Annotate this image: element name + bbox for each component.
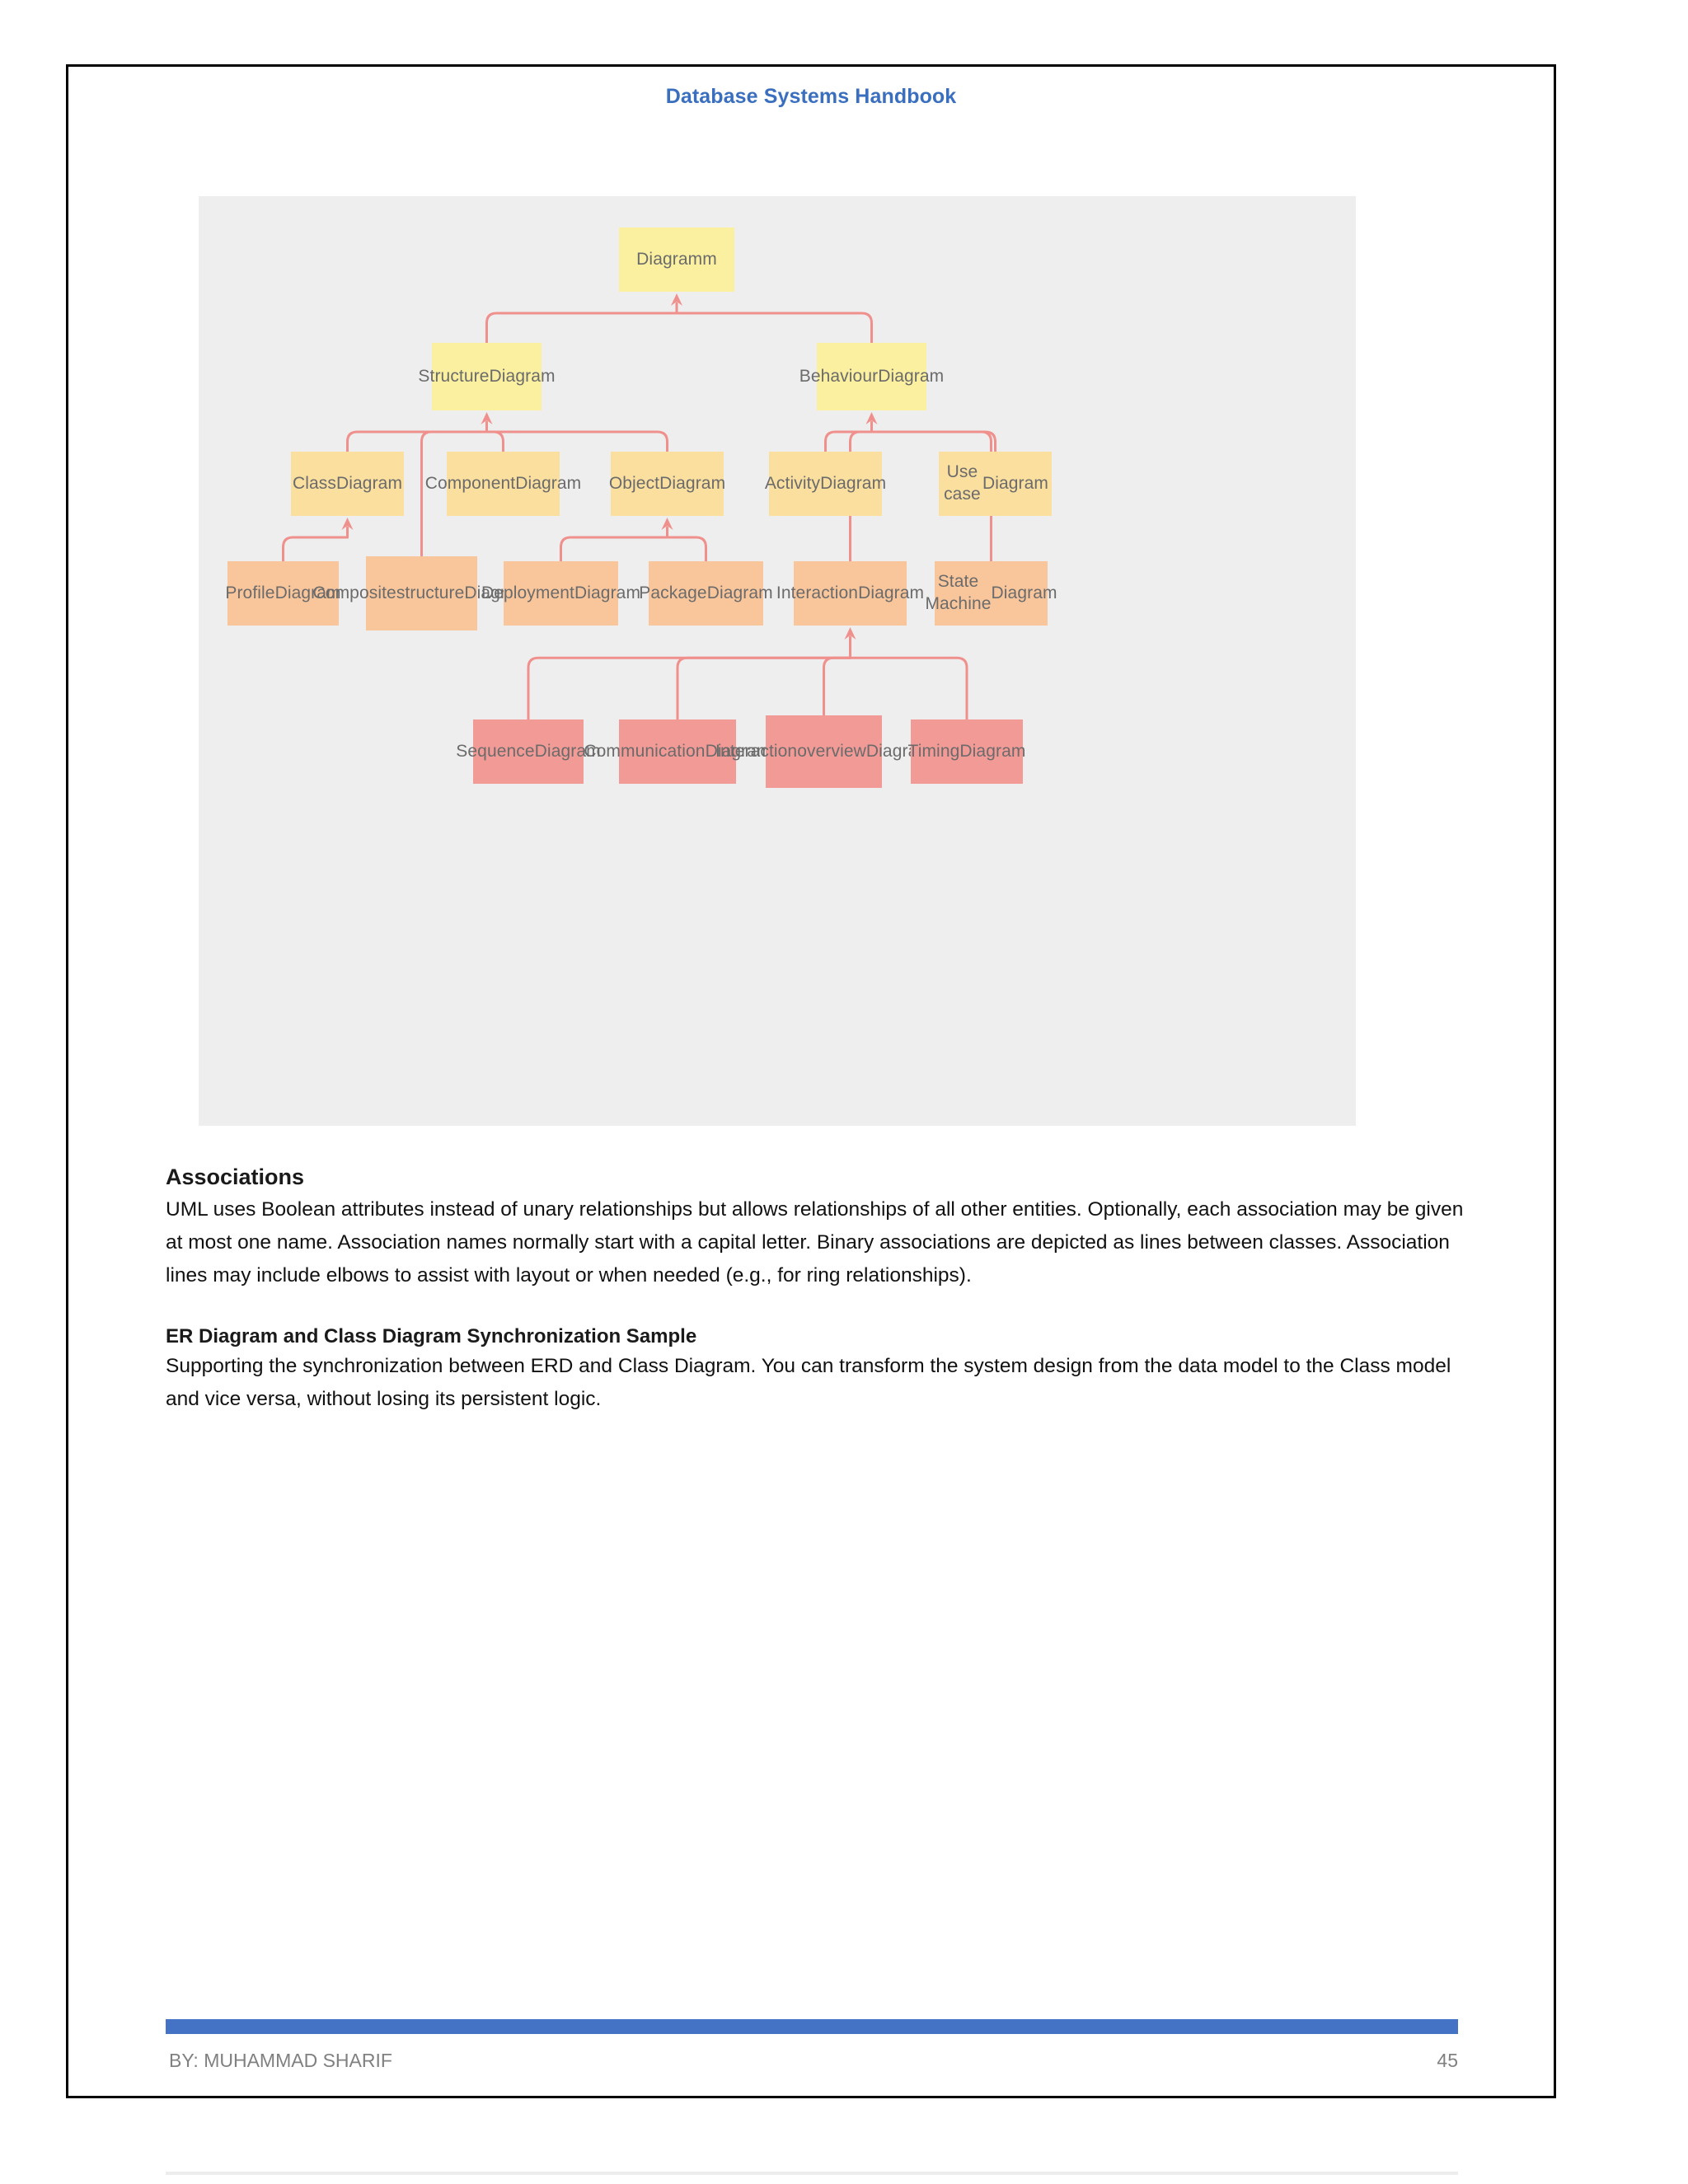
section-heading-associations: Associations [166, 1165, 305, 1189]
paragraph-spacer [166, 1292, 1468, 1325]
running-head-title: Database Systems Handbook [665, 85, 957, 108]
paragraph-associations: UML uses Boolean attributes instead of u… [166, 1198, 1464, 1286]
paragraph-er-class-sync: Supporting the synchronization between E… [166, 1354, 1451, 1410]
subheading-er-class-sync: ER Diagram and Class Diagram Synchroniza… [166, 1324, 697, 1347]
diagram-connectors [282, 293, 996, 721]
diagram-node-diagramm: Diagramm [619, 227, 734, 292]
footer-page-number: 45 [1437, 2050, 1458, 2071]
article-content: Associations UML uses Boolean attributes… [166, 1165, 1468, 1416]
page-bottom-edge [166, 2172, 1458, 2175]
footer-author: BY: MUHAMMAD SHARIF [169, 2050, 392, 2071]
footer-rule [166, 2019, 1458, 2034]
